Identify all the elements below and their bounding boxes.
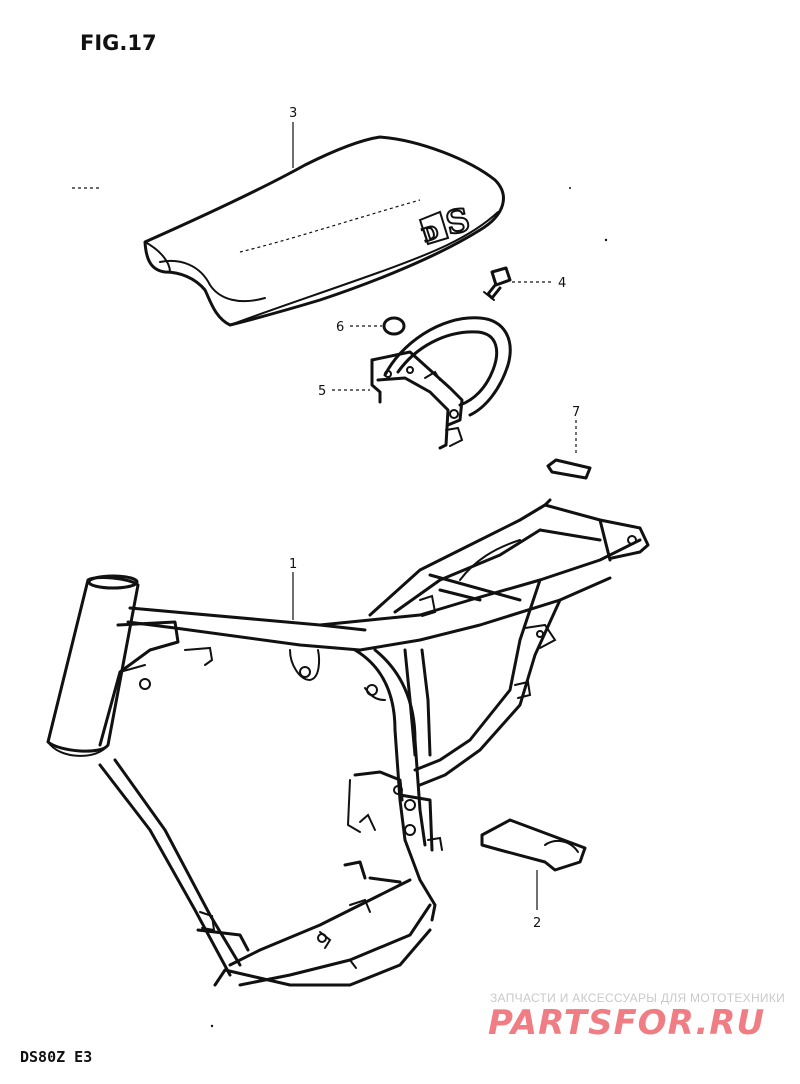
seat-bracket-part[interactable] [370,316,512,450]
plate-part[interactable] [480,818,587,872]
callout-3: 3 [289,106,297,121]
callout-4: 4 [558,276,566,291]
frame-part[interactable] [46,498,650,987]
callout-7: 7 [572,405,580,420]
figure-title: FIG.17 [80,31,157,55]
seat-emblem: D S [418,199,474,248]
callout-6: 6 [336,320,344,335]
callout-5: 5 [318,384,326,399]
scan-dots [72,187,608,1028]
seat-part[interactable]: D S [143,135,505,327]
watermark: ЗАПЧАСТИ И АКСЕССУАРЫ ДЛЯ МОТОТЕХНИКИ PA… [488,991,785,1043]
callout-2: 2 [533,916,541,931]
leader-lines [292,122,577,910]
svg-text:D: D [420,222,441,247]
cap-part[interactable] [382,316,406,336]
bolt-part[interactable] [483,266,512,301]
watermark-logo: PARTSFOR.RU [488,1003,765,1043]
pad-part[interactable] [546,458,592,480]
model-code: DS80Z E3 [20,1048,92,1066]
callout-1: 1 [289,557,297,572]
watermark-tagline: ЗАПЧАСТИ И АКСЕССУАРЫ ДЛЯ МОТОТЕХНИКИ [490,991,785,1005]
